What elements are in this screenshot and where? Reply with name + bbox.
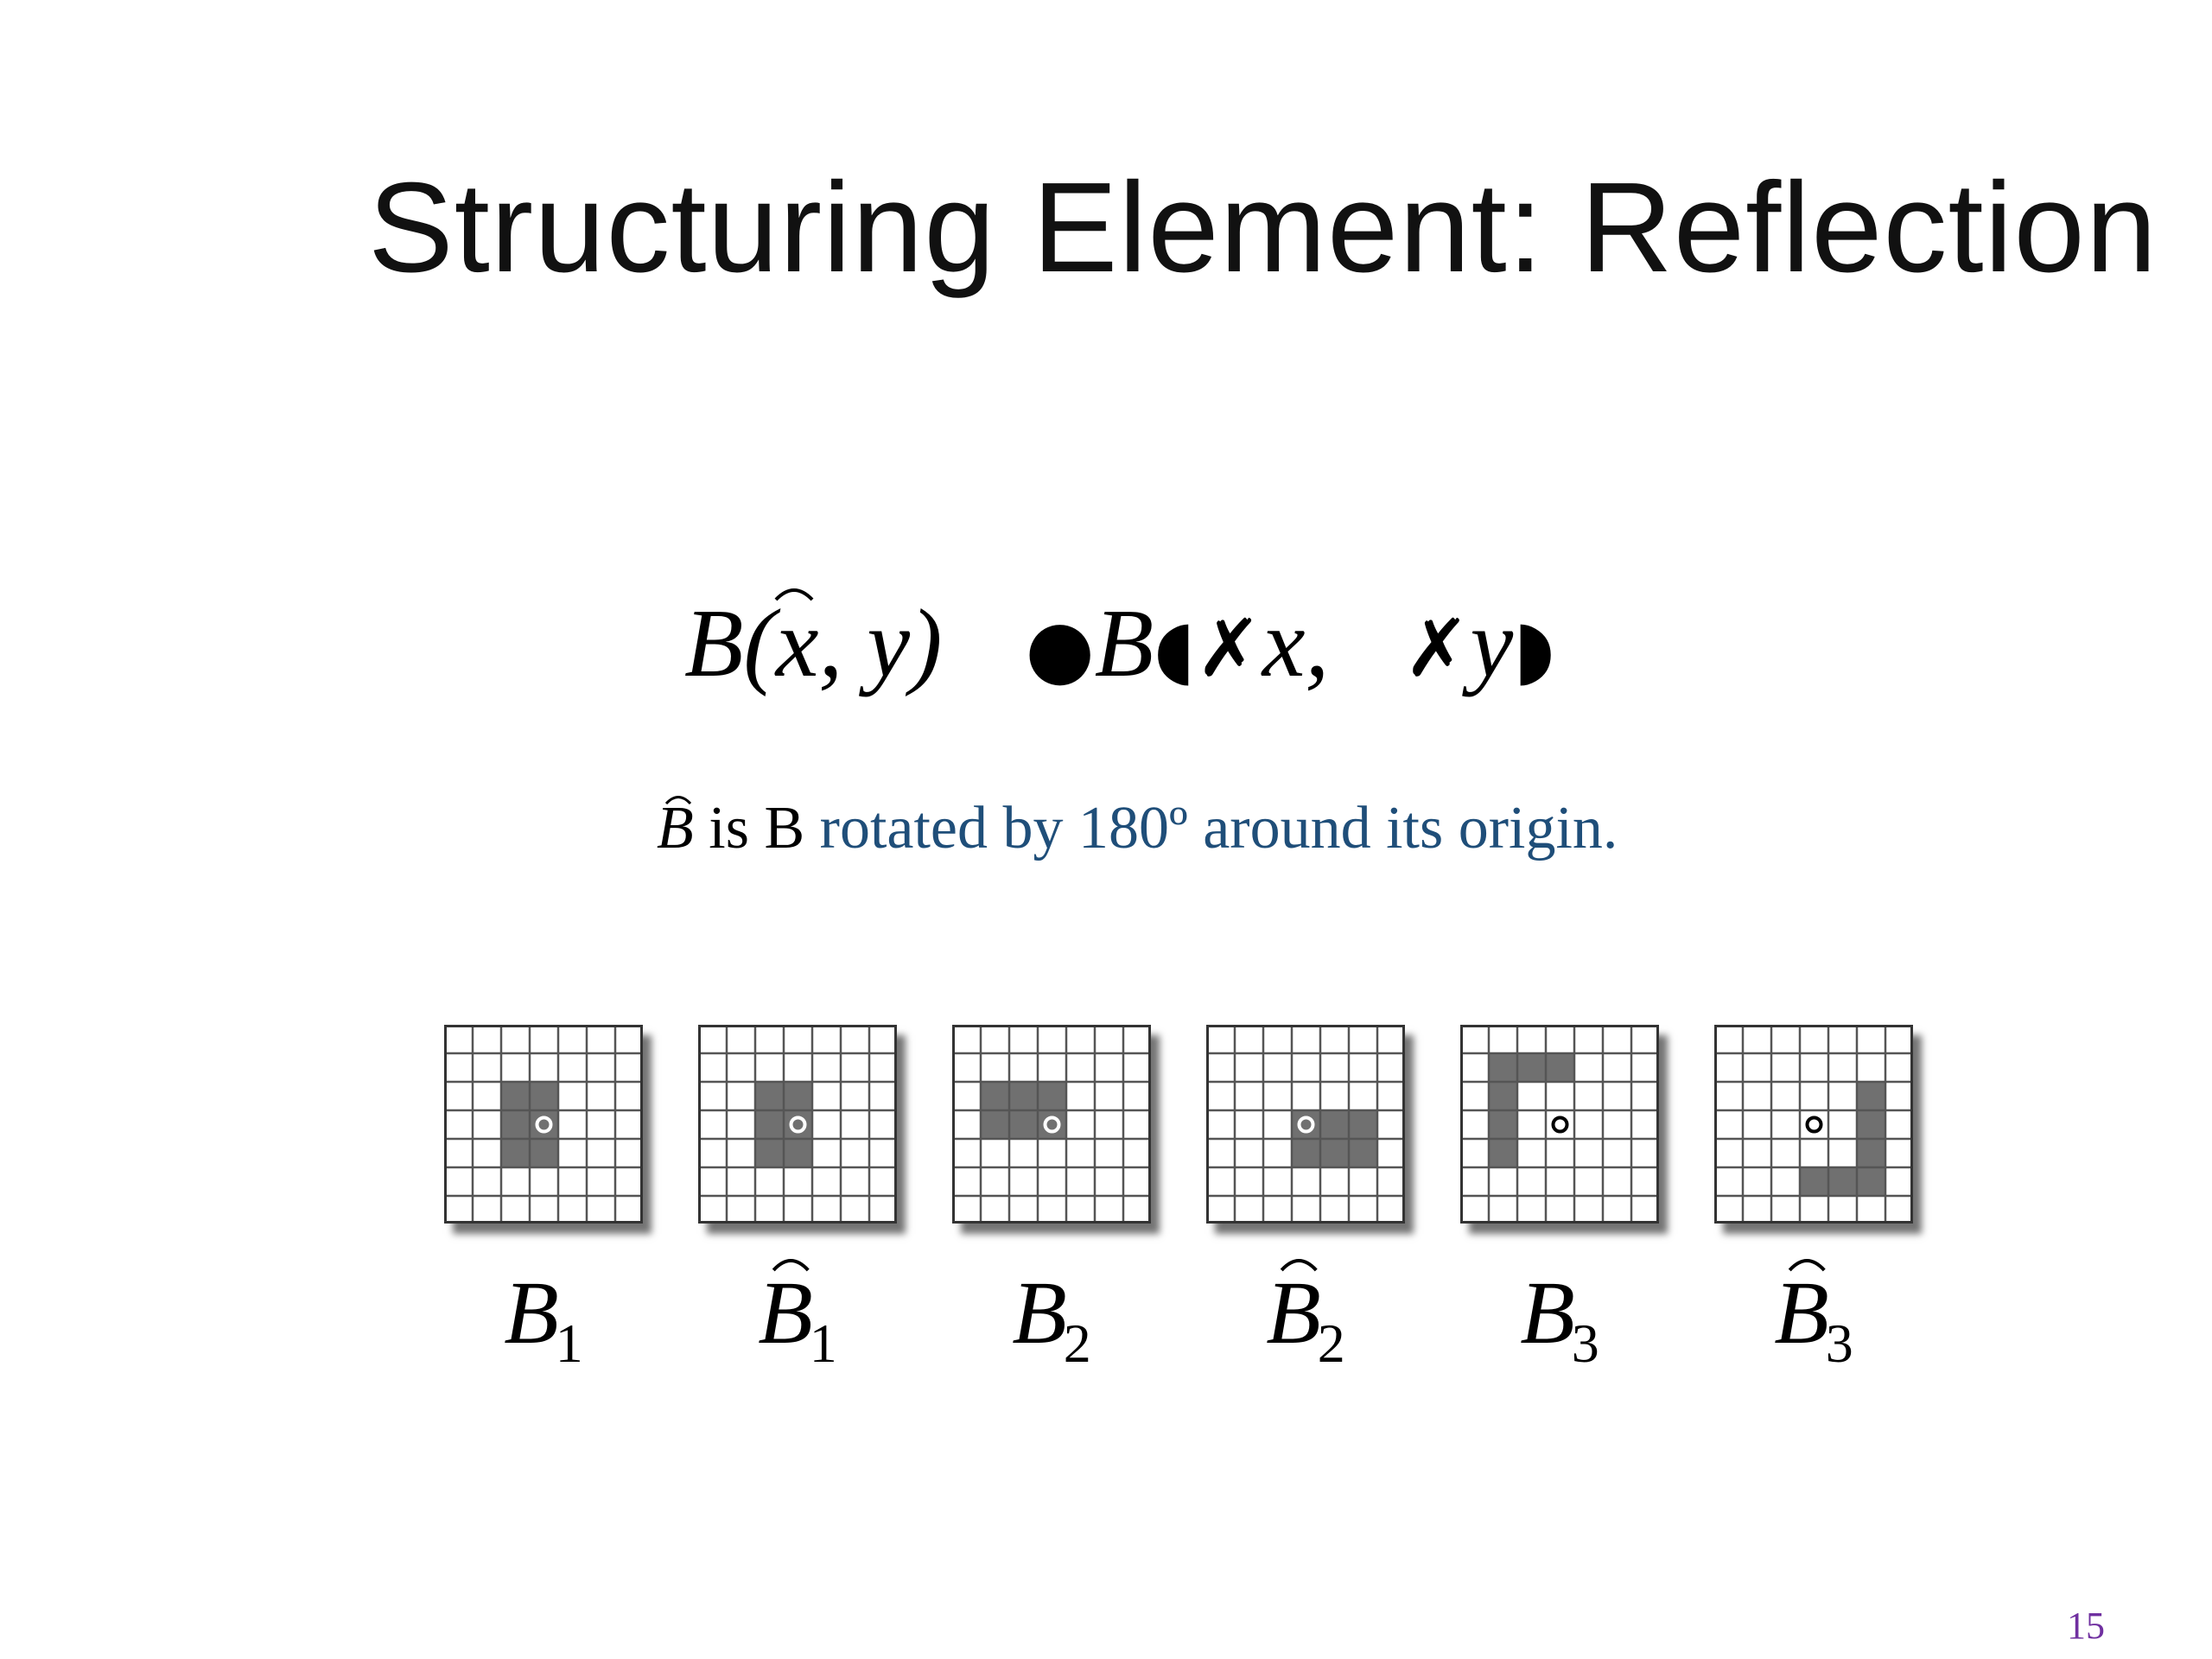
formula-rhs-y: y [1470, 590, 1514, 697]
label-b2-subscript: 2 [1063, 1313, 1091, 1374]
label-b1-reflected-letter: B [758, 1263, 813, 1363]
caption-highlight: rotated by 180º around its origin. [819, 795, 1618, 861]
panel-b2-reflected: B 2 [1206, 1025, 1405, 1371]
label-b1-letter: B [504, 1263, 559, 1363]
origin-marker-icon [1297, 1116, 1315, 1134]
grid-b2 [952, 1025, 1151, 1224]
hat-arc-icon [665, 796, 692, 805]
formula-lhs: B(x, y) [684, 590, 943, 697]
panel-b1: B1 [444, 1025, 643, 1371]
label-b1: B1 [504, 1268, 583, 1371]
label-b1-reflected-subscript: 1 [809, 1313, 837, 1374]
label-b2-reflected-letter: B [1266, 1263, 1321, 1363]
panel-b1-reflected: B 1 [698, 1025, 897, 1371]
origin-marker-icon [1551, 1116, 1569, 1134]
label-b1-reflected: B 1 [758, 1259, 837, 1374]
formula-rhs-b: B [1094, 590, 1154, 697]
label-b3-reflected-subscript: 3 [1825, 1313, 1853, 1374]
origin-marker-icon [535, 1116, 553, 1134]
grid-b1-reflected [698, 1025, 897, 1224]
label-b2-reflected: B 2 [1266, 1259, 1345, 1374]
label-b3-reflected: B 3 [1774, 1259, 1853, 1374]
formula-glyph-minus: ✗ [1403, 602, 1471, 695]
structuring-element-grid [444, 1025, 643, 1224]
page-number: 15 [2067, 1605, 2105, 1647]
formula-lhs-reflected-b: B(x, y) [684, 588, 942, 700]
origin-marker-icon [1043, 1116, 1061, 1134]
structuring-element-grid [1460, 1025, 1659, 1224]
structuring-element-panels: B1 B 1 [444, 1025, 1913, 1422]
grid-b3-reflected [1714, 1025, 1913, 1224]
caption-prefix: is B [709, 795, 805, 861]
origin-marker-icon [789, 1116, 807, 1134]
formula-glyph-bullet: ● [1025, 602, 1095, 695]
label-b2-letter: B [1012, 1263, 1067, 1363]
label-b3-letter: B [1520, 1263, 1575, 1363]
hat-arc-icon [1788, 1259, 1826, 1272]
hat-arc-icon [774, 588, 814, 601]
slide-title: Structuring Element: Reflection [368, 156, 2158, 299]
label-b3-reflected-letter: B [1774, 1263, 1829, 1363]
structuring-element-grid [698, 1025, 897, 1224]
panel-b2: B2 [952, 1025, 1151, 1371]
grid-b2-reflected [1206, 1025, 1405, 1224]
hat-arc-icon [1280, 1259, 1318, 1272]
hat-arc-icon [772, 1259, 810, 1272]
label-b2: B2 [1012, 1268, 1091, 1371]
reflection-formula: B(x, y) ●B◖✗x, ✗y◗ [684, 588, 1555, 700]
label-b1-subscript: 1 [555, 1313, 583, 1374]
caption: B is B rotated by 180º around its origin… [657, 795, 1618, 861]
structuring-element-grid [1206, 1025, 1405, 1224]
origin-marker-icon [1805, 1116, 1823, 1134]
caption-symbol: B [657, 795, 694, 861]
grid-b1 [444, 1025, 643, 1224]
formula-rhs-x: x, [1262, 590, 1330, 697]
caption-reflected-b: B [657, 795, 694, 861]
grid-b3 [1460, 1025, 1659, 1224]
structuring-element-grid [1714, 1025, 1913, 1224]
structuring-element-grid [952, 1025, 1151, 1224]
formula-glyph-close: ◗ [1513, 602, 1555, 695]
label-b2-reflected-subscript: 2 [1317, 1313, 1345, 1374]
label-b3-subscript: 3 [1571, 1313, 1599, 1374]
label-b3: B3 [1520, 1268, 1599, 1371]
formula-glyph-open: ◖✗ [1154, 602, 1262, 695]
panel-b3-reflected: B 3 [1714, 1025, 1913, 1371]
panel-b3: B3 [1460, 1025, 1659, 1371]
